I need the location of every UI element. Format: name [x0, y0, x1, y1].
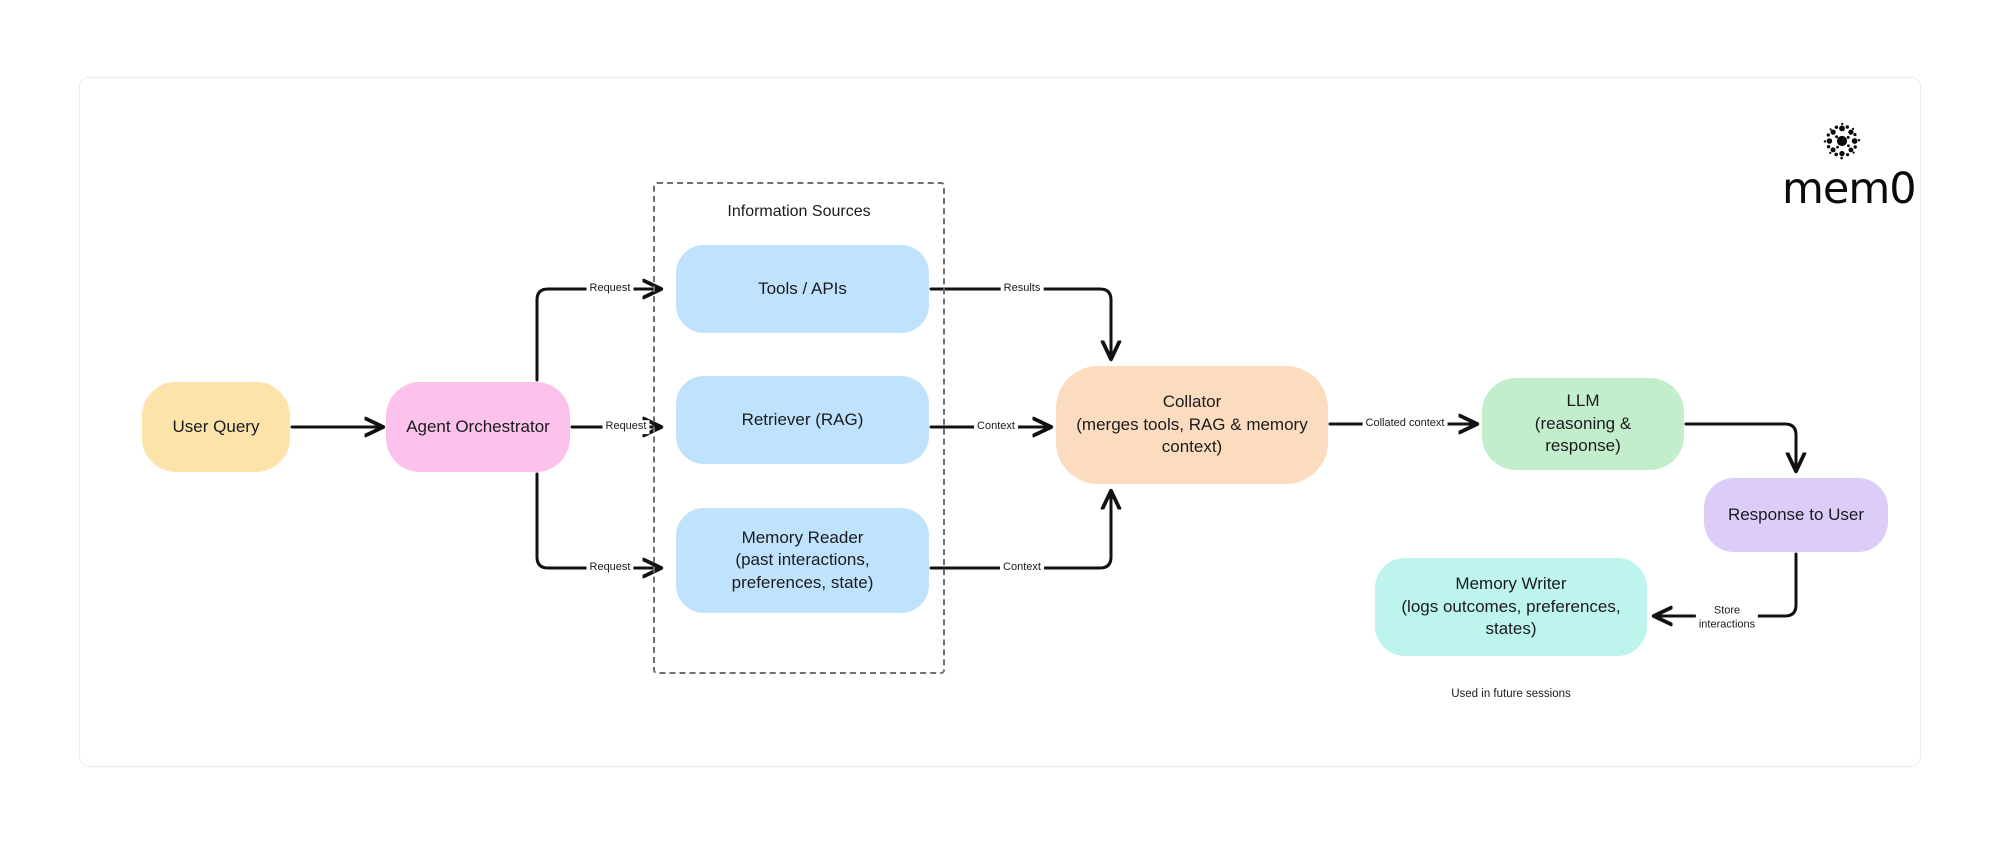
node-user-query[interactable]: User Query [142, 382, 290, 472]
node-collator[interactable]: Collator (merges tools, RAG & memory con… [1056, 366, 1328, 484]
node-memory-writer[interactable]: Memory Writer (logs outcomes, preference… [1375, 558, 1647, 656]
future-sessions-caption: Used in future sessions [1451, 688, 1571, 700]
node-memory-reader[interactable]: Memory Reader (past interactions, prefer… [676, 508, 929, 613]
information-sources-group [653, 182, 945, 674]
node-tools-apis[interactable]: Tools / APIs [676, 245, 929, 333]
edge-label-store-interactions: Store interactions [1695, 604, 1759, 632]
edge-label-request-memory-reader: Request [586, 561, 634, 575]
edge-label-request-retriever: Request [602, 420, 650, 434]
information-sources-label: Information Sources [727, 203, 871, 220]
radial-dots-icon [1823, 122, 1861, 160]
edge-label-results: Results [1000, 282, 1044, 296]
brand-name: mem0 [1782, 164, 1917, 214]
edge-label-request-tools: Request [586, 282, 634, 296]
edge-label-context-retriever: Context [974, 420, 1018, 434]
node-agent-orchestrator[interactable]: Agent Orchestrator [386, 382, 570, 472]
node-response-to-user[interactable]: Response to User [1704, 478, 1888, 552]
edge-label-context-memory-reader: Context [1000, 561, 1044, 575]
brand-logo: mem0 [1782, 118, 1917, 214]
edge-label-collated-context: Collated context [1362, 417, 1448, 431]
node-llm[interactable]: LLM (reasoning & response) [1482, 378, 1684, 470]
node-retriever-rag[interactable]: Retriever (RAG) [676, 376, 929, 464]
